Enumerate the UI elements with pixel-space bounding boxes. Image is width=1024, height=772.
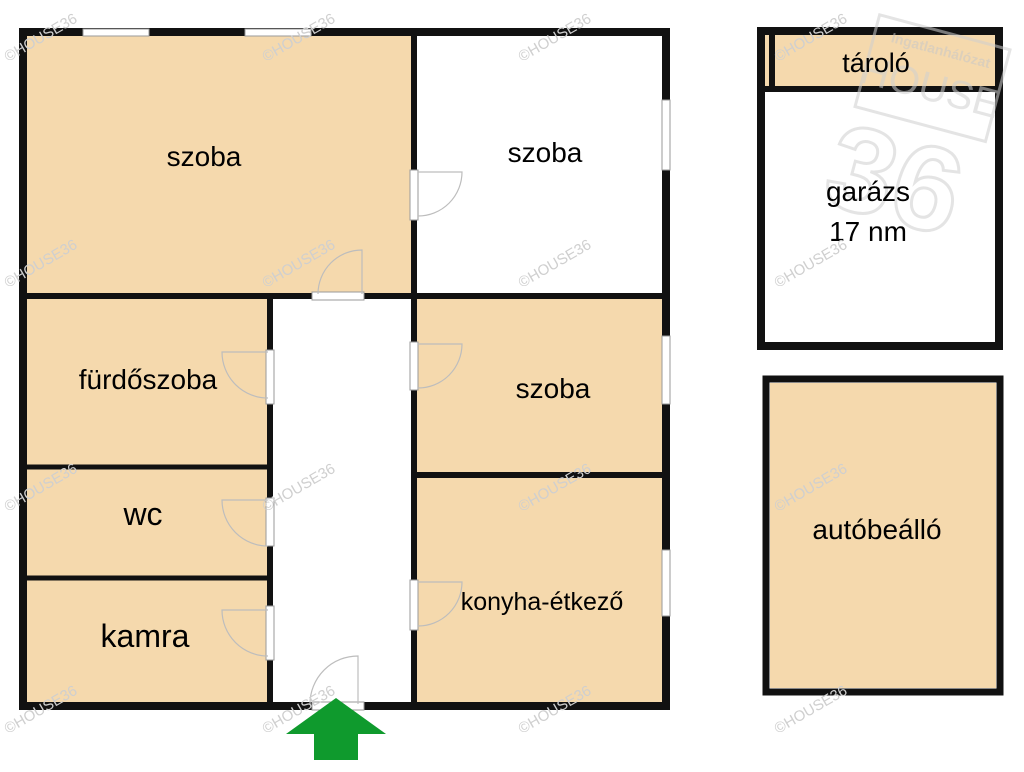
room-furdoszoba (27, 299, 268, 465)
label-furdoszoba: fürdőszoba (79, 364, 218, 395)
door-swing-kamra (221, 609, 269, 657)
label-kamra: kamra (101, 618, 190, 654)
window-top-1 (82, 28, 150, 37)
window-left-corr-1 (265, 349, 275, 405)
door-swing-hall (317, 249, 363, 295)
door-swing-furdo (221, 351, 269, 399)
window-left-corr-3 (265, 605, 275, 661)
window-mid-2 (409, 341, 419, 391)
door-swing-szoba3 (417, 343, 463, 389)
label-szoba-3: szoba (516, 373, 591, 404)
window-right-1 (661, 99, 671, 171)
room-szoba-1 (27, 36, 412, 294)
door-swings (221, 171, 463, 705)
label-autobeallo: autóbeálló (812, 514, 941, 545)
walls-carport (762, 375, 1004, 696)
window-mid-3 (409, 579, 419, 631)
window-top-2 (244, 28, 312, 37)
entrance-arrow-icon (286, 698, 386, 760)
room-konyha (416, 478, 662, 702)
room-szoba-3 (416, 299, 662, 473)
room-corridor (272, 299, 412, 702)
window-hall-top (311, 291, 365, 301)
window-right-2 (661, 335, 671, 405)
label-wc: wc (122, 496, 162, 532)
walls-garage (757, 27, 1003, 350)
label-garazs-1: garázs (826, 176, 910, 207)
door-swing-szoba2 (417, 171, 463, 217)
label-garazs-2: 17 nm (829, 216, 907, 247)
door-swing-entrance (309, 655, 359, 705)
label-szoba-1: szoba (167, 141, 242, 172)
room-autobeallo (770, 383, 996, 688)
label-konyha: konyha-étkező (461, 588, 624, 616)
room-tarolo (765, 35, 995, 87)
door-swing-wc (221, 499, 269, 547)
label-szoba-2: szoba (508, 137, 583, 168)
room-kamra (27, 580, 268, 702)
room-fills (27, 35, 996, 702)
room-labels: szoba szoba fürdőszoba wc kamra szoba ko… (79, 48, 942, 654)
door-swing-konyha (417, 581, 463, 627)
window-mid-1 (409, 169, 419, 221)
room-szoba-2 (416, 36, 662, 294)
window-right-3 (661, 549, 671, 617)
window-left-corr-2 (265, 497, 275, 547)
label-tarolo: tároló (842, 48, 910, 78)
